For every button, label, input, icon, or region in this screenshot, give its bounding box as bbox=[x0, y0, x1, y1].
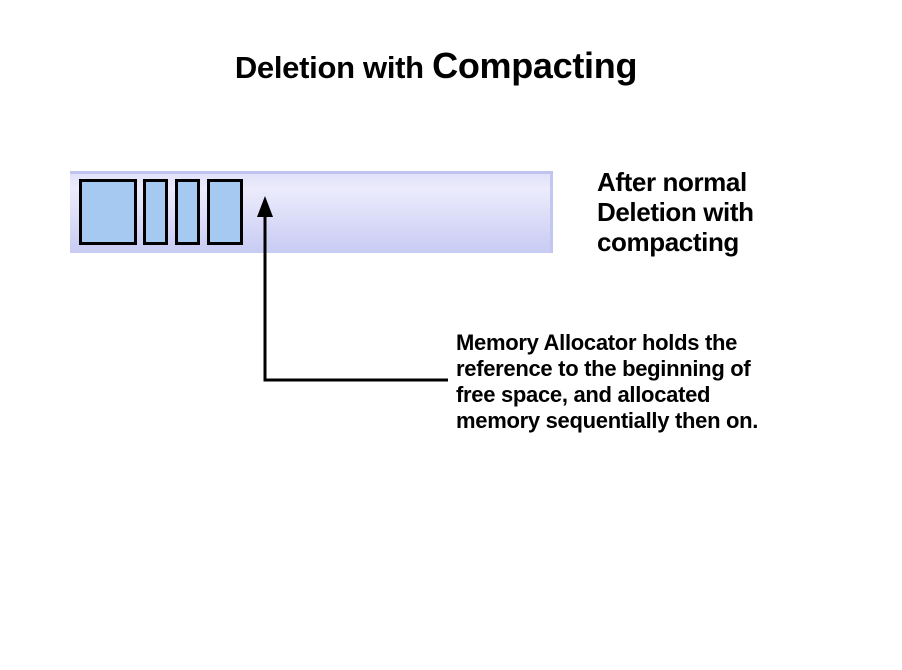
allocator-callout-line: memory sequentially then on. bbox=[456, 408, 759, 433]
arrow-elbow-line bbox=[263, 212, 448, 382]
free-space-pointer-arrow bbox=[257, 196, 448, 382]
allocator-callout-line: Memory Allocator holds the bbox=[456, 330, 738, 355]
allocator-callout-line: free space, and allocated bbox=[456, 382, 711, 407]
memory-block-4 bbox=[207, 179, 243, 245]
memory-bar bbox=[70, 171, 553, 253]
after-deletion-label-line: After normal bbox=[597, 167, 747, 197]
arrow-head-icon bbox=[257, 196, 273, 217]
after-deletion-label-line: Deletion with bbox=[597, 197, 754, 227]
memory-block-1 bbox=[79, 179, 137, 245]
title-emphasis-text: Compacting bbox=[432, 44, 638, 86]
after-deletion-label: After normal Deletion with compacting bbox=[597, 167, 754, 257]
memory-block-3 bbox=[175, 179, 200, 245]
allocator-callout-text: Memory Allocator holds the reference to … bbox=[456, 330, 758, 434]
allocator-callout-line: reference to the beginning of bbox=[456, 356, 751, 381]
after-deletion-label-line: compacting bbox=[597, 227, 739, 257]
memory-block-2 bbox=[143, 179, 168, 245]
title-regular-text: Deletion with bbox=[234, 49, 433, 85]
slide-title: Deletion with Compacting bbox=[0, 45, 872, 87]
